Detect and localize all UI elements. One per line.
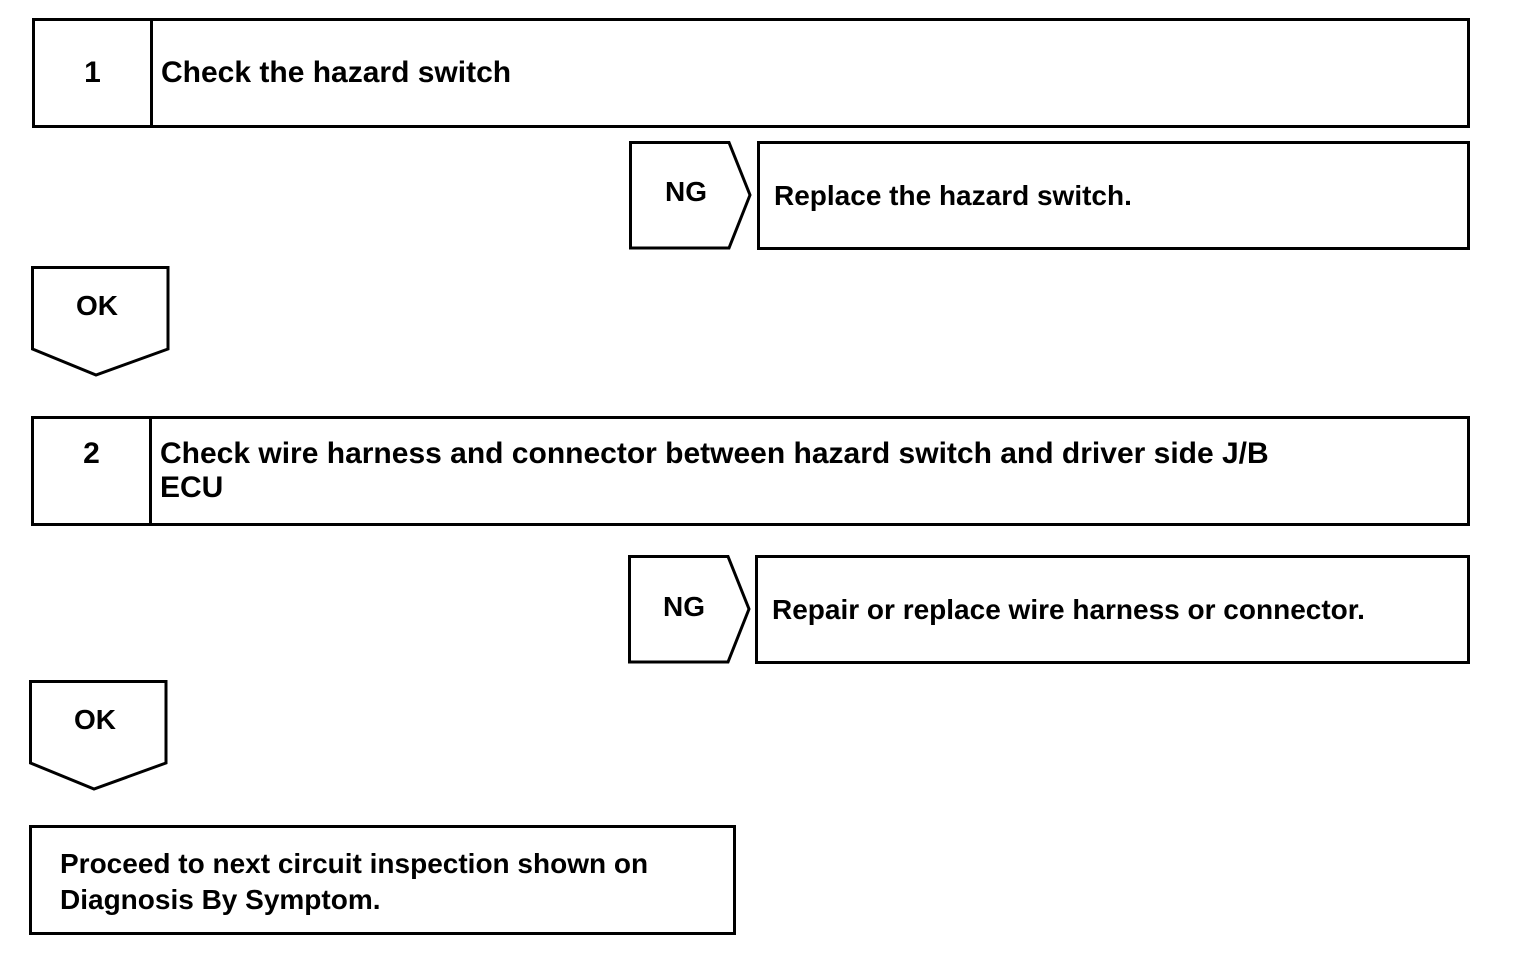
ok-2-arrow-tag <box>29 680 168 791</box>
final-instruction-box: Proceed to next circuit inspection shown… <box>29 825 736 935</box>
step-1-title: Check the hazard switch <box>161 56 512 89</box>
ok-1-arrow-tag <box>31 266 170 377</box>
ng-2-label: NG <box>663 591 705 622</box>
ok-1-label: OK <box>76 290 118 321</box>
step-2-box: 2 Check wire harness and connector betwe… <box>31 416 1470 526</box>
step-1-number: 1 <box>35 21 153 125</box>
ng-1-action-text: Replace the hazard switch. <box>774 179 1132 211</box>
ng-1-label: NG <box>665 176 707 207</box>
step-2-title: Check wire harness and connector between… <box>160 419 1455 523</box>
step-2-number-text: 2 <box>83 437 100 470</box>
ng-1-arrow-tag <box>629 141 752 250</box>
step-1-box: 1 Check the hazard switch <box>32 18 1470 128</box>
ng-2-action-text: Repair or replace wire harness or connec… <box>772 593 1365 625</box>
ng-1-action-box: Replace the hazard switch. <box>757 141 1470 250</box>
final-instruction-line-2: Diagnosis By Symptom. <box>60 884 381 915</box>
final-instruction-line-1: Proceed to next circuit inspection shown… <box>60 848 649 879</box>
step-2-title-line-1: Check wire harness and connector between… <box>160 437 1269 470</box>
step-2-number: 2 <box>34 419 152 523</box>
step-2-title-line-2: ECU <box>160 471 224 504</box>
ng-2-arrow-tag <box>628 555 751 664</box>
ng-2-action-box: Repair or replace wire harness or connec… <box>755 555 1470 664</box>
ok-2-label: OK <box>74 704 116 735</box>
